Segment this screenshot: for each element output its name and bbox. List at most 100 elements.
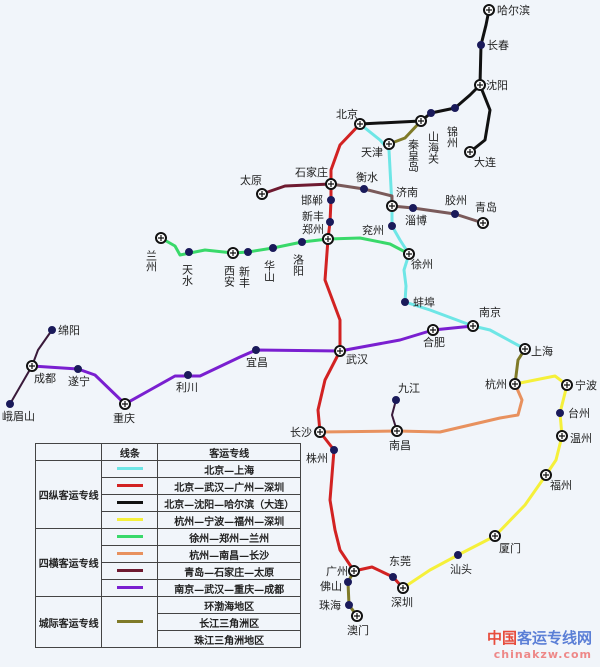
station-changsha[interactable]: 长沙 — [290, 426, 326, 439]
station-cross-icon — [477, 82, 483, 88]
station-handan[interactable]: 邯郸 — [301, 193, 335, 207]
station-cross-icon — [480, 220, 486, 226]
station-changchun[interactable]: 长春 — [477, 39, 510, 52]
station-label: 秦皇岛 — [407, 138, 420, 173]
station-dongguan[interactable]: 东莞 — [389, 555, 411, 581]
station-aomen[interactable]: 澳门 — [347, 610, 369, 637]
station-emeishan[interactable]: 峨眉山 — [2, 400, 35, 424]
station-jiujiang[interactable]: 九江 — [392, 382, 421, 404]
station-tianjin[interactable]: 天津 — [361, 138, 395, 159]
legend-line-name: 环渤海地区 — [157, 596, 301, 614]
legend-line-name: 北京—上海 — [157, 460, 301, 478]
station-chengdu[interactable]: 成都 — [26, 360, 56, 385]
station-xiamen[interactable]: 厦门 — [489, 530, 521, 555]
station-xian[interactable]: 西安 — [223, 247, 239, 288]
station-label: 天水 — [181, 264, 194, 286]
legend-swatch — [101, 579, 159, 597]
station-xinfeng_n[interactable]: 新丰 — [302, 209, 334, 226]
legend-header-name: 客运专线 — [157, 443, 301, 461]
station-shenzhen[interactable]: 深圳 — [391, 582, 413, 609]
station-label: 蚌埠 — [413, 295, 435, 309]
station-huashan[interactable]: 华山 — [263, 244, 277, 283]
station-tianshui[interactable]: 天水 — [181, 248, 194, 287]
station-harbin[interactable]: 哈尔滨 — [483, 3, 530, 17]
station-zibo[interactable]: 淄博 — [405, 204, 427, 228]
station-lichuan[interactable]: 利川 — [176, 371, 198, 395]
station-dot — [401, 298, 409, 306]
station-dot — [244, 248, 252, 256]
station-dot — [184, 371, 192, 379]
station-fuzhou[interactable]: 福州 — [540, 469, 572, 492]
station-chongqing[interactable]: 重庆 — [113, 398, 135, 425]
station-dot — [330, 446, 338, 454]
station-taizhou[interactable]: 台州 — [556, 406, 591, 420]
station-taiyuan[interactable]: 太原 — [240, 174, 268, 200]
station-cross-icon — [406, 251, 412, 257]
station-shenyang[interactable]: 沈阳 — [474, 78, 508, 92]
legend-row: 北京—武汉—广州—深圳 — [36, 477, 301, 495]
line-hangzhou-changsha — [319, 383, 524, 434]
station-cross-icon — [351, 568, 357, 574]
legend-group-title: 四纵客运专线 — [34, 460, 103, 529]
legend-row: 四纵客运专线 北京—上海 — [34, 460, 301, 529]
station-xuzhou[interactable]: 徐州 — [403, 248, 433, 271]
station-bengbu[interactable]: 蚌埠 — [401, 295, 436, 309]
station-mianyang[interactable]: 绵阳 — [48, 323, 81, 337]
station-guangzhou[interactable]: 广州 — [326, 565, 360, 578]
legend-line-name: 杭州—宁波—福州—深圳 — [157, 511, 301, 529]
station-ningbo[interactable]: 宁波 — [561, 378, 597, 392]
station-wenzhou[interactable]: 温州 — [556, 430, 592, 445]
station-yanzhou[interactable]: 兖州 — [362, 222, 396, 238]
station-label: 南京 — [479, 305, 501, 319]
station-dot — [74, 365, 82, 373]
legend-swatch — [101, 460, 159, 478]
legend-line-name: 珠江三角洲地区 — [157, 630, 301, 648]
station-label: 合肥 — [423, 335, 445, 349]
station-dot — [327, 196, 335, 204]
station-jiaozhou[interactable]: 胶州 — [445, 193, 467, 218]
station-jinan[interactable]: 济南 — [386, 185, 418, 212]
station-cross-icon — [386, 141, 392, 147]
station-shantou[interactable]: 汕头 — [450, 551, 472, 577]
station-label: 武汉 — [346, 353, 368, 366]
legend-row: 珠江三角洲地区 — [36, 630, 301, 648]
station-cross-icon — [317, 429, 323, 435]
station-shanhaiguan[interactable]: 山海关 — [427, 109, 440, 165]
station-zhuzhou[interactable]: 株州 — [306, 446, 338, 466]
station-cross-icon — [564, 382, 570, 388]
station-jinzhou[interactable]: 锦州 — [446, 104, 459, 149]
station-label: 天津 — [361, 146, 383, 159]
station-qingdao[interactable]: 青岛 — [475, 200, 497, 229]
station-wuhan[interactable]: 武汉 — [334, 345, 368, 366]
station-dot — [6, 400, 14, 408]
watermark-text-a: 中国 — [486, 629, 517, 647]
station-dalian[interactable]: 大连 — [464, 146, 496, 169]
legend-swatch — [101, 528, 159, 546]
station-cross-icon — [357, 121, 363, 127]
station-dot — [427, 109, 435, 117]
station-foshan[interactable]: 佛山 — [320, 578, 352, 594]
station-suining[interactable]: 遂宁 — [68, 365, 90, 389]
station-luoyang[interactable]: 洛阳 — [292, 238, 306, 277]
station-nanchang[interactable]: 南昌 — [389, 425, 411, 452]
station-label: 成都 — [34, 372, 56, 385]
station-label: 山海关 — [427, 131, 440, 165]
station-hangzhou[interactable]: 杭州 — [485, 377, 521, 391]
station-qinhuangdao[interactable]: 秦皇岛 — [407, 115, 427, 173]
station-yichang[interactable]: 宜昌 — [246, 346, 268, 370]
legend-row: 杭州—宁波—福州—深圳 — [36, 511, 301, 529]
station-shanghai[interactable]: 上海 — [519, 343, 553, 358]
station-lanzhou[interactable]: 兰州 — [145, 232, 167, 272]
station-label: 福州 — [550, 478, 572, 492]
station-nanjing[interactable]: 南京 — [467, 305, 501, 332]
station-zhuhai[interactable]: 珠海 — [319, 598, 353, 612]
station-beijing[interactable]: 北京 — [336, 107, 366, 130]
station-label: 峨眉山 — [2, 410, 35, 423]
station-xinfeng_w[interactable]: 新丰 — [238, 248, 252, 289]
station-zhengzhou[interactable]: 郑州 — [302, 222, 334, 245]
station-hengshui[interactable]: 衡水 — [356, 171, 378, 193]
station-shijiazhuang[interactable]: 石家庄 — [295, 165, 337, 190]
station-label: 衡水 — [356, 171, 378, 184]
legend-row: 四横客运专线徐州—郑州—兰州 — [34, 528, 301, 597]
station-hefei[interactable]: 合肥 — [423, 324, 445, 349]
